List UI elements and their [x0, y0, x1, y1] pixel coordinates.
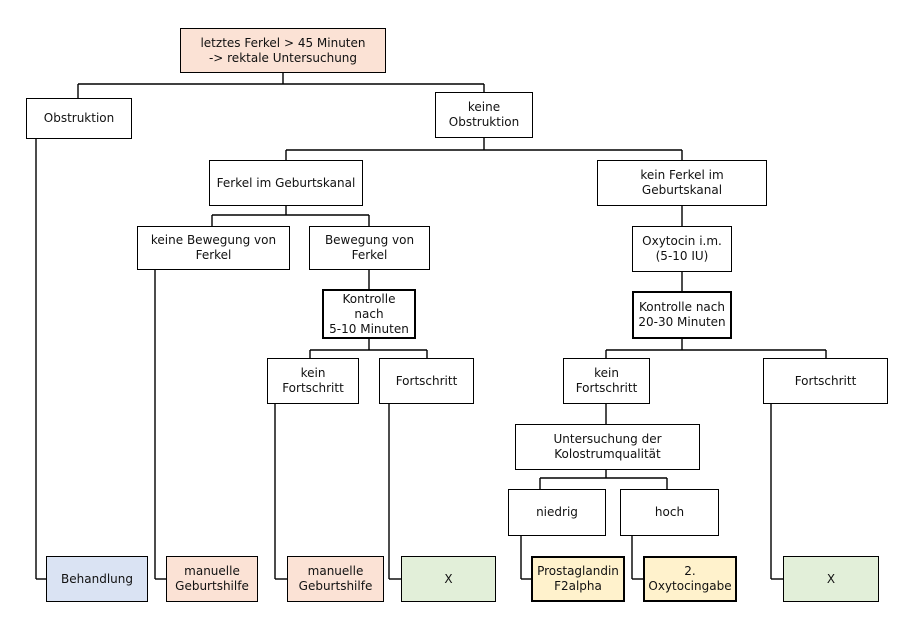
node-untersuchung-kolostrum: Untersuchung der Kolostrumqualität: [515, 424, 700, 470]
node-root: letztes Ferkel > 45 Minuten -> rektale U…: [180, 28, 386, 73]
node-fortschritt-2: Fortschritt: [763, 358, 888, 404]
node-manuelle-geburtshilfe-2: manuelle Geburtshilfe: [287, 556, 384, 602]
node-x-2: X: [783, 556, 879, 602]
node-x-1: X: [401, 556, 496, 602]
node-obstruktion: Obstruktion: [26, 98, 132, 139]
node-niedrig: niedrig: [508, 489, 606, 536]
node-bewegung: Bewegung von Ferkel: [309, 226, 430, 270]
node-fortschritt-1: Fortschritt: [379, 358, 474, 404]
node-kontrolle-5-10: Kontrolle nach 5-10 Minuten: [322, 289, 416, 339]
node-zweite-oxytocingabe: 2. Oxytocingabe: [643, 556, 737, 602]
node-keine-bewegung: keine Bewegung von Ferkel: [137, 226, 290, 270]
node-kontrolle-20-30: Kontrolle nach 20-30 Minuten: [632, 291, 732, 339]
node-oxytocin: Oxytocin i.m. (5-10 IU): [632, 226, 732, 272]
node-ferkel-im-geburtskanal: Ferkel im Geburtskanal: [209, 160, 363, 206]
node-behandlung: Behandlung: [46, 556, 148, 602]
node-keine-obstruktion: keine Obstruktion: [435, 92, 533, 138]
node-kein-fortschritt-1: kein Fortschritt: [267, 358, 359, 404]
node-hoch: hoch: [620, 489, 719, 536]
node-manuelle-geburtshilfe-1: manuelle Geburtshilfe: [166, 556, 258, 602]
node-kein-ferkel-im-geburtskanal: kein Ferkel im Geburtskanal: [597, 160, 767, 206]
node-kein-fortschritt-2: kein Fortschritt: [563, 358, 650, 404]
node-prostaglandin: Prostaglandin F2alpha: [531, 556, 625, 602]
